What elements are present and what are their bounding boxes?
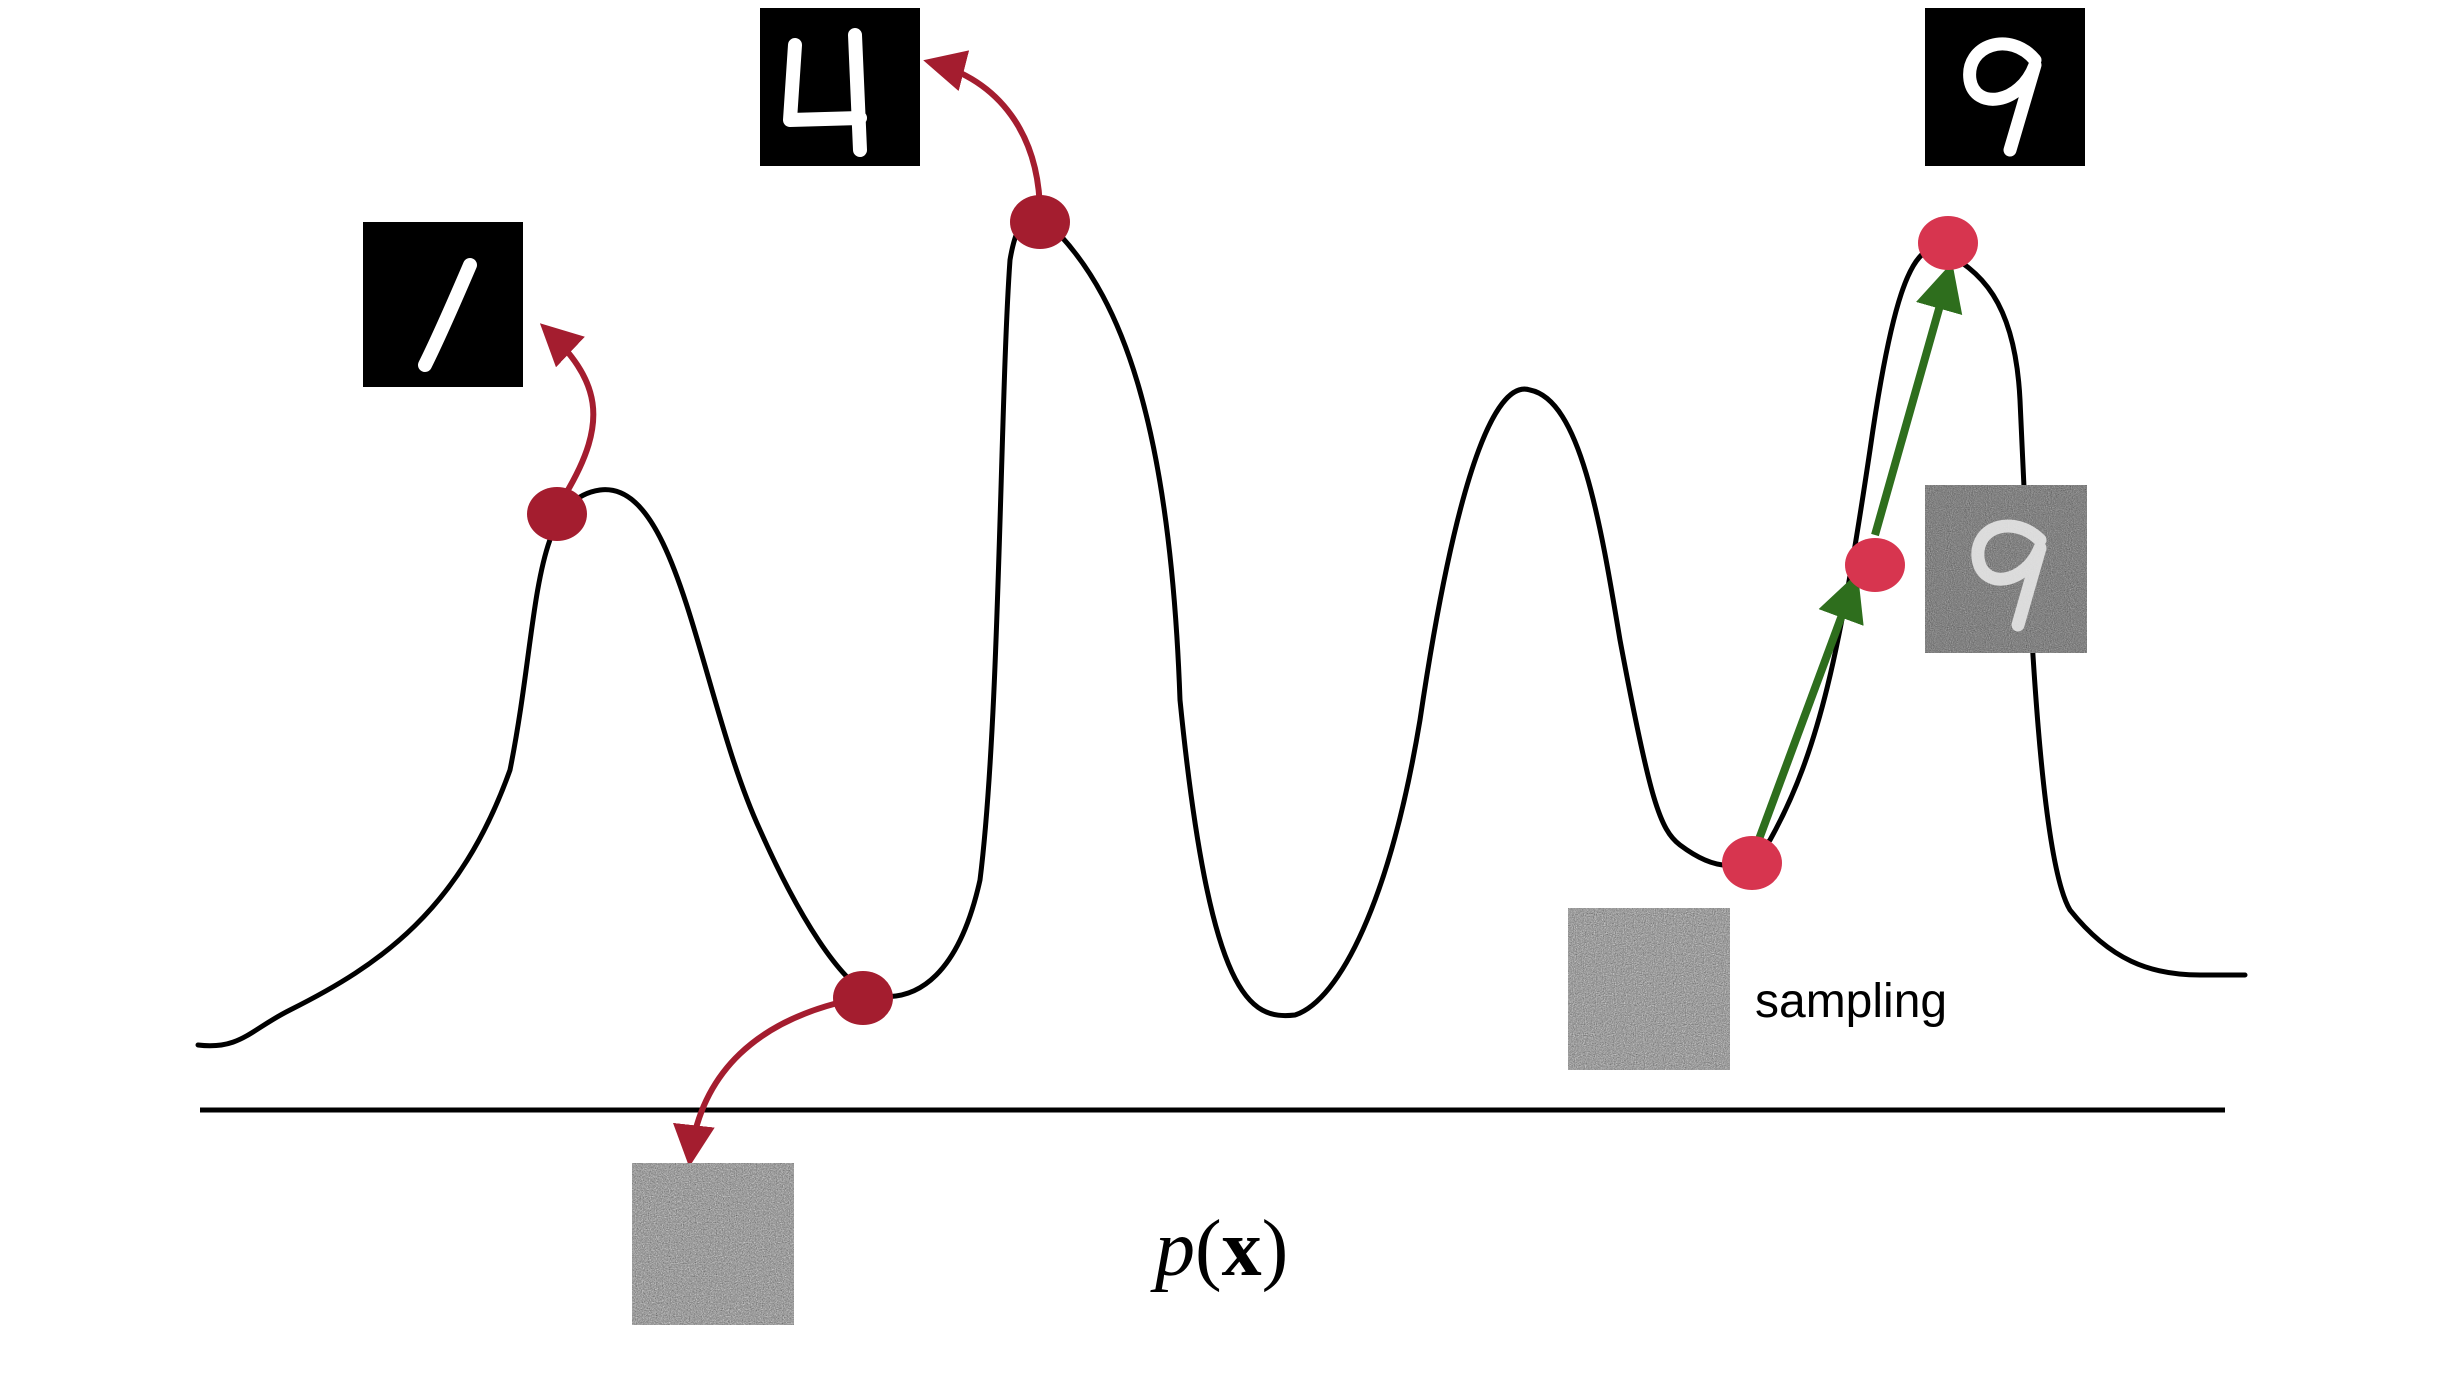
digit-image-four: 4	[760, 8, 920, 166]
noisy-digit-nine-stroke	[1971, 519, 2047, 632]
point-peak-four	[1010, 195, 1070, 249]
arrow-to-noise	[673, 997, 851, 1167]
arrow-to-four	[923, 50, 1043, 216]
sampling-arrow-1	[1751, 572, 1864, 852]
density-label-close: )	[1262, 1205, 1289, 1293]
density-curve	[195, 214, 2248, 1049]
density-label-open: (	[1195, 1205, 1222, 1293]
digit-image-nine: 9	[1925, 8, 2085, 166]
arrow-to-one	[539, 323, 597, 497]
point-sample-start	[1722, 836, 1782, 890]
digit-nine-stroke	[1963, 37, 2042, 157]
digit-one-stroke	[418, 258, 477, 372]
density-label-p: p	[1150, 1205, 1195, 1293]
point-sample-mid	[1845, 538, 1905, 592]
sampling-label: sampling	[1755, 975, 1947, 1028]
noisy-digit-image-nine: 9	[1925, 485, 2087, 653]
density-label: p(x)	[1150, 1205, 1288, 1293]
sampling-arrow-2	[1871, 262, 1963, 537]
density-label-x: x	[1222, 1205, 1262, 1293]
digit-four-stroke	[783, 28, 867, 157]
noise-image-bottom	[632, 1163, 794, 1325]
point-valley	[833, 971, 893, 1025]
digit-image-one: 1	[363, 222, 523, 387]
point-sample-end	[1918, 216, 1978, 270]
point-peak-one	[527, 487, 587, 541]
noise-image-sampling	[1568, 908, 1730, 1070]
